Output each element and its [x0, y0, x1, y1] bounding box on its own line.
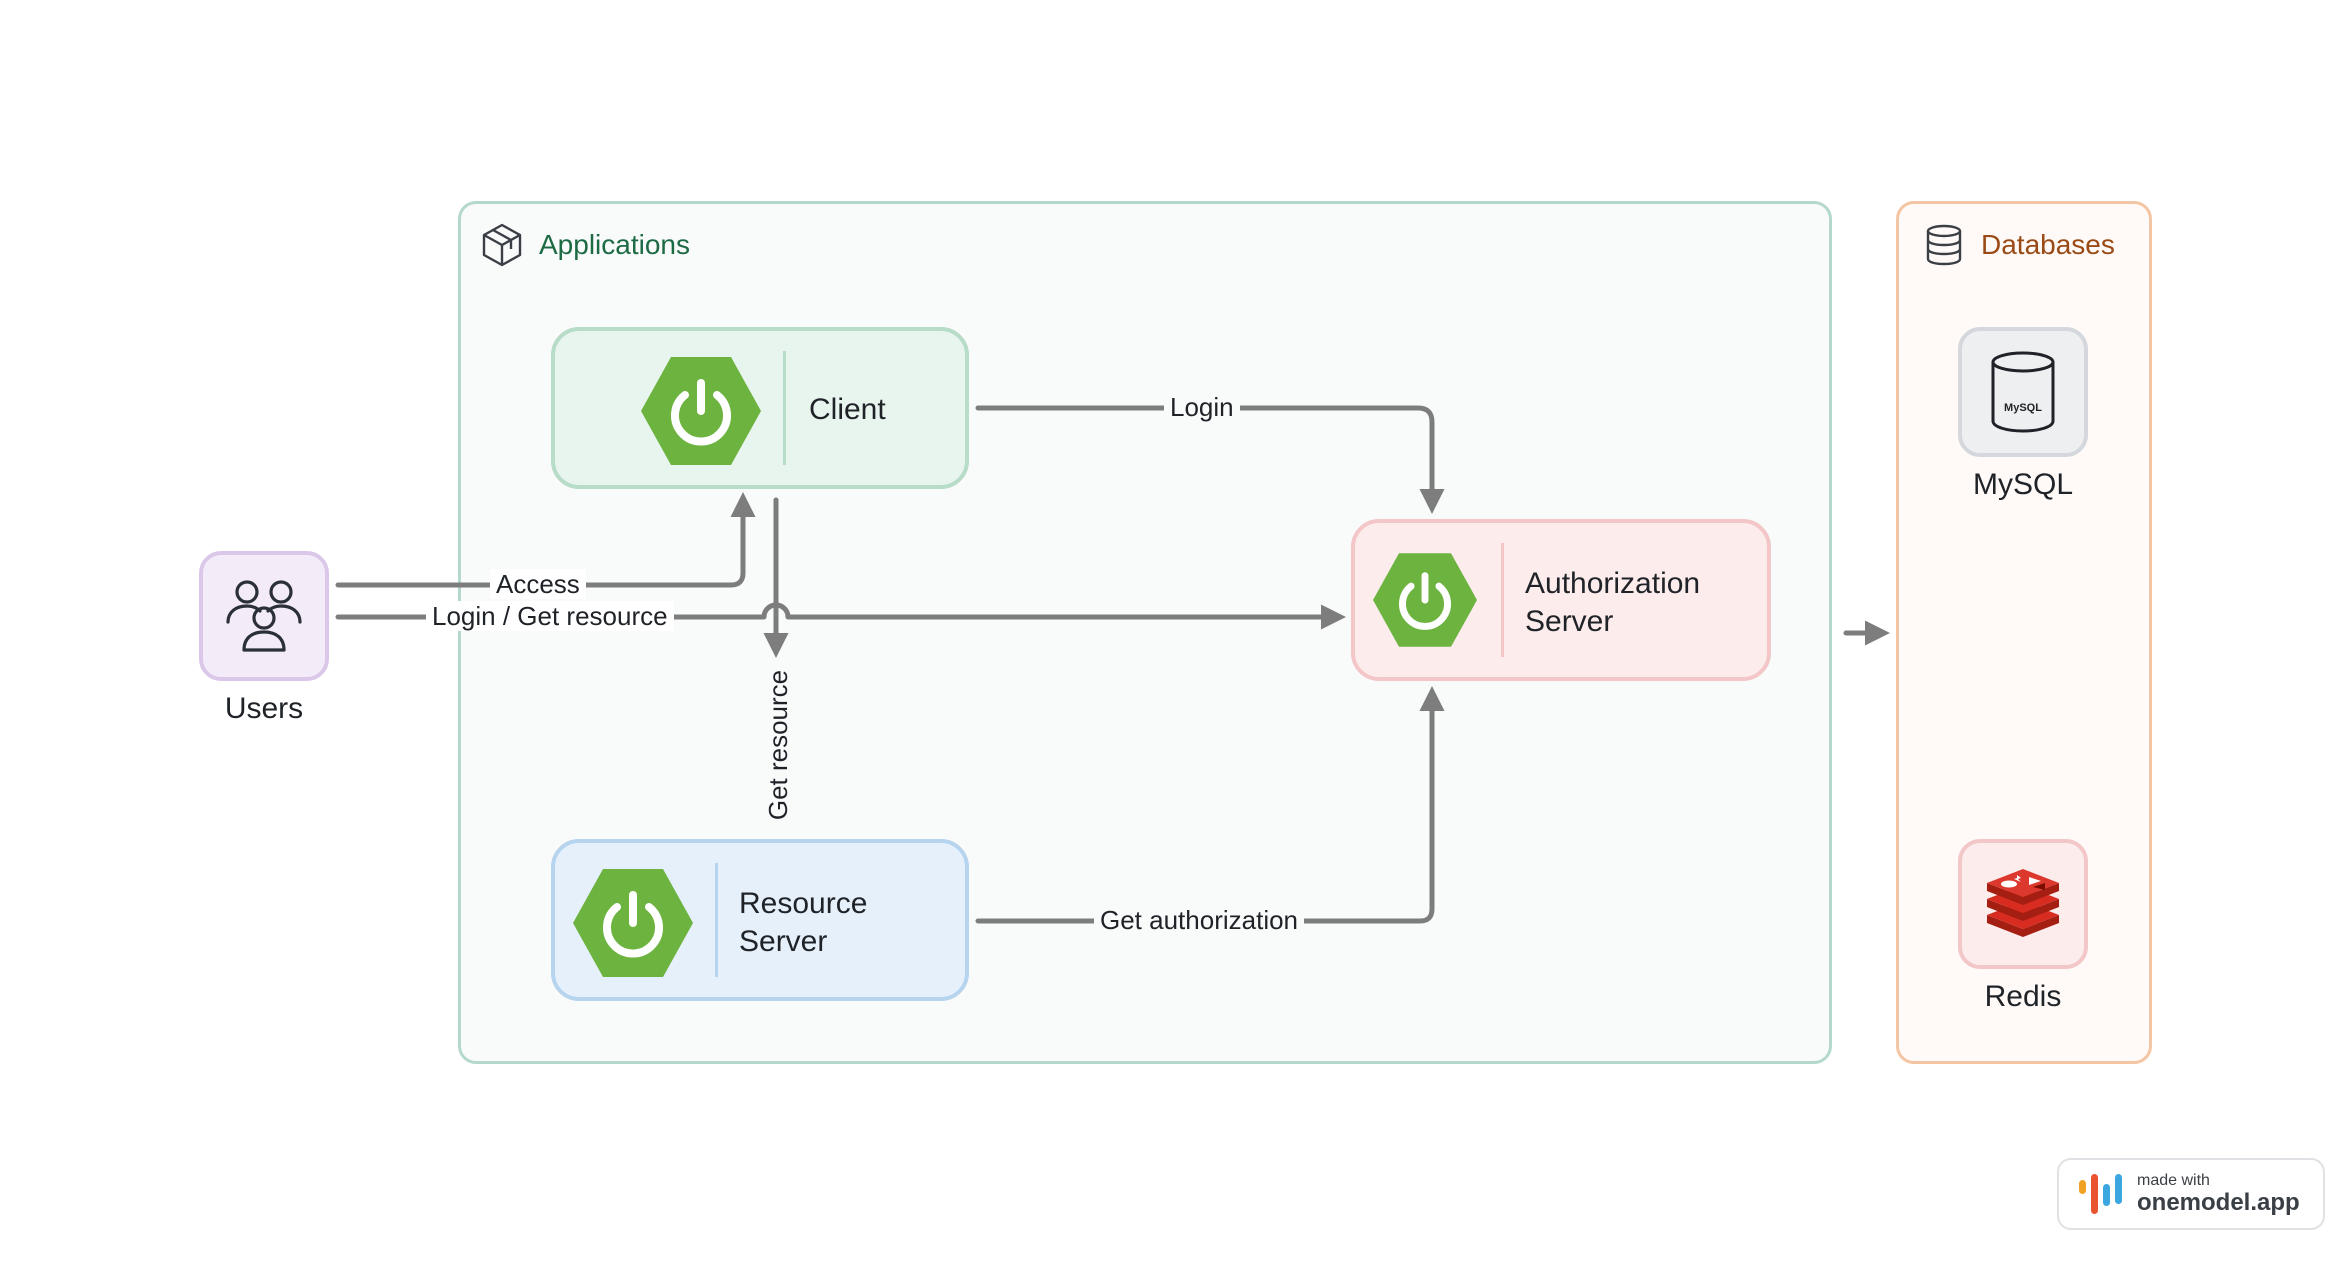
spring-boot-icon	[573, 869, 693, 977]
authorization-server-label: Authorization Server	[1525, 565, 1700, 641]
databases-group-title: Databases	[1921, 222, 2115, 268]
users-label: Users	[224, 692, 304, 725]
client-node[interactable]: Client	[551, 327, 969, 489]
authorization-label-line2: Server	[1525, 605, 1614, 638]
redis-label: Redis	[1984, 980, 2062, 1013]
applications-title-text: Applications	[539, 229, 690, 260]
onemodel-logo-icon	[2079, 1174, 2122, 1214]
made-with-badge[interactable]: made with onemodel.app	[2057, 1158, 2325, 1230]
authorization-server-node[interactable]: Authorization Server	[1351, 519, 1771, 681]
resource-server-node[interactable]: Resource Server	[551, 839, 969, 1001]
edge-access	[335, 492, 756, 588]
resource-label-line2: Server	[739, 925, 828, 958]
badge-line1: made with	[2137, 1172, 2210, 1189]
mysql-icon-text: MySQL	[2004, 402, 2042, 414]
users-icon	[226, 580, 302, 652]
mysql-node[interactable]: MySQL	[1958, 327, 2088, 457]
resource-divider	[715, 863, 718, 977]
applications-group-title: Applications	[479, 222, 690, 268]
client-label-text: Client	[809, 393, 886, 426]
edge-label-login-get-resource: Login / Get resource	[426, 601, 674, 631]
resource-server-label: Resource Server	[739, 885, 867, 961]
mysql-icon: MySQL	[1991, 351, 2055, 433]
badge-line2: onemodel.app	[2137, 1189, 2300, 1216]
package-icon	[482, 223, 522, 267]
client-divider	[783, 351, 786, 465]
edge-label-access: Access	[490, 569, 586, 599]
edge-label-login: Login	[1164, 392, 1240, 422]
spring-boot-icon	[1373, 553, 1477, 647]
authorization-label-line1: Authorization	[1525, 567, 1701, 600]
database-icon	[1926, 224, 1962, 266]
badge-text: made with onemodel.app	[2137, 1172, 2300, 1216]
edge-login	[975, 405, 1445, 514]
resource-label-line1: Resource	[739, 887, 868, 920]
edge-label-get-authorization: Get authorization	[1094, 905, 1305, 935]
databases-title-text: Databases	[1981, 229, 2115, 260]
client-label: Client	[809, 391, 886, 429]
mysql-label: MySQL	[1972, 468, 2074, 501]
redis-node[interactable]	[1958, 839, 2088, 969]
redis-icon	[1987, 869, 2059, 937]
edge-label-get-resource: Get resource	[763, 663, 793, 827]
edge-get-authorization	[975, 686, 1445, 924]
spring-boot-icon	[641, 357, 761, 465]
authorization-divider	[1501, 543, 1504, 657]
users-node[interactable]	[199, 551, 329, 681]
